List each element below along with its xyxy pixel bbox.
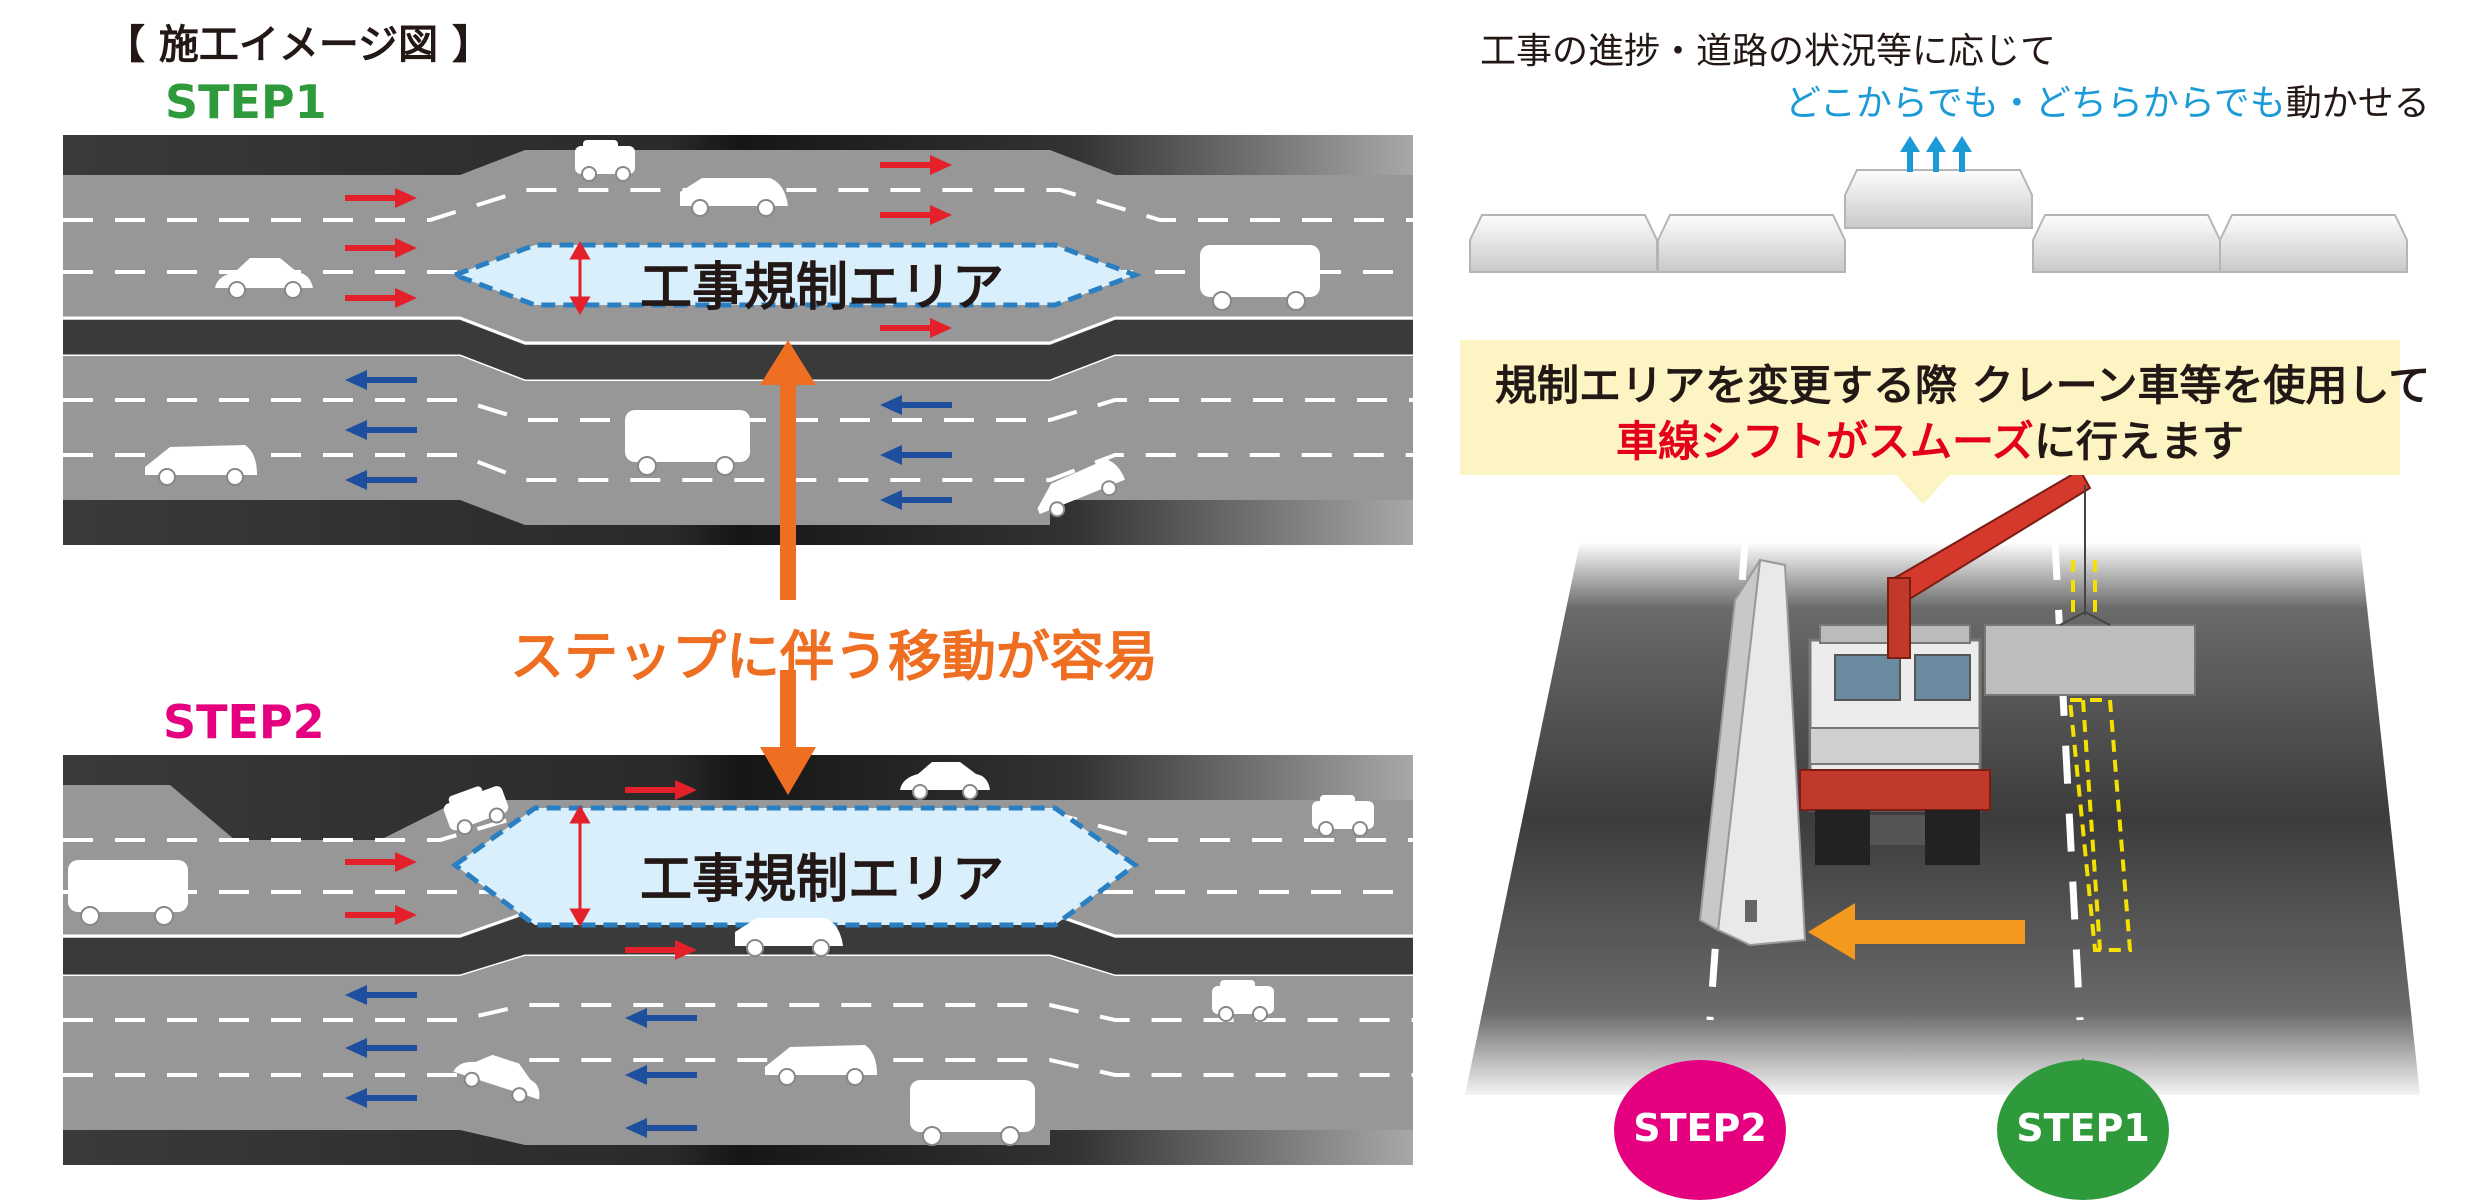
step1-label: STEP1 xyxy=(165,75,327,129)
bus-icon xyxy=(625,410,750,476)
right-arrow-icon xyxy=(345,238,417,258)
right-arrow-icon xyxy=(880,155,952,175)
left-arrow-icon xyxy=(345,1038,417,1058)
left-arrow-icon xyxy=(880,445,952,465)
van-icon xyxy=(145,445,257,486)
barrier-block-icon xyxy=(1657,214,1846,273)
van-icon xyxy=(1212,980,1274,1022)
right-arrow-icon xyxy=(345,852,417,872)
banner-line1: 規制エリアを変更する際 クレーン車等を使用して xyxy=(1495,361,2431,410)
step2-vehicles xyxy=(68,762,1374,1146)
left-arrow-icon xyxy=(345,985,417,1005)
right-arrow-icon xyxy=(880,318,952,338)
right-arrow-icon xyxy=(625,940,697,960)
banner-box xyxy=(1460,340,2400,475)
car-icon xyxy=(215,258,313,299)
bubble-step1-label: STEP1 xyxy=(2016,1106,2150,1150)
van-icon xyxy=(575,140,635,182)
bus-icon xyxy=(1200,245,1320,311)
banner-tail xyxy=(1895,474,1951,504)
banner-line2-rest: に行えます xyxy=(2033,417,2244,466)
barrier-block-icon xyxy=(2219,214,2408,273)
left-arrow-icon xyxy=(625,1065,697,1085)
car-icon xyxy=(900,762,990,800)
bus-icon xyxy=(68,860,188,926)
right-arrow-icon xyxy=(625,780,697,800)
van-icon xyxy=(680,178,788,217)
van-icon xyxy=(1037,459,1126,518)
right-arrow-icon xyxy=(880,205,952,225)
barrier-block-icon xyxy=(1844,169,2033,229)
barrier-row xyxy=(1469,136,2408,273)
bubble-step2-shape xyxy=(1614,1060,1786,1200)
bubble-step1-shape xyxy=(1997,1058,2169,1200)
note-line1: 工事の進捗・道路の状況等に応じて xyxy=(1480,31,2057,72)
shift-arrow xyxy=(1808,903,2025,960)
note-line2: どこからでも・どちらからでも動かせる xyxy=(1785,74,2430,126)
bus-icon xyxy=(910,1080,1035,1146)
left-arrow-icon xyxy=(345,470,417,490)
note-line2-highlight: どこからでも・どちらからでも xyxy=(1785,83,2286,124)
right-arrow-icon xyxy=(345,188,417,208)
step1-zone-label: 工事規制エリア xyxy=(640,258,1005,318)
left-arrow-icon xyxy=(880,490,952,510)
step2-label: STEP2 xyxy=(163,695,325,749)
left-arrow-icon xyxy=(345,420,417,440)
up-arrow-icon xyxy=(1900,136,1920,172)
left-arrow-icon xyxy=(625,1008,697,1028)
step1-traffic-arrows xyxy=(345,155,952,510)
step2-work-zone xyxy=(450,805,1140,928)
move-double-arrow xyxy=(760,340,816,795)
van-icon xyxy=(735,918,843,957)
left-arrow-icon xyxy=(345,370,417,390)
banner-line2-highlight: 車線シフトがスムーズ xyxy=(1616,417,2034,466)
right-arrow-icon xyxy=(345,905,417,925)
van-icon xyxy=(1312,795,1374,837)
step2-zone-height-arrow xyxy=(569,804,591,928)
van-icon xyxy=(443,786,509,836)
car-icon xyxy=(453,1054,540,1104)
van-icon xyxy=(765,1045,877,1086)
left-arrow-icon xyxy=(345,1088,417,1108)
crane-truck-icon xyxy=(1799,468,2196,865)
step2-traffic-arrows xyxy=(345,780,697,1138)
right-arrow-icon xyxy=(345,288,417,308)
note-line2-rest: 動かせる xyxy=(2285,83,2430,124)
previous-barrier-outline xyxy=(2067,560,2133,952)
step1-work-zone xyxy=(447,242,1143,308)
banner-line2: 車線シフトがスムーズに行えます xyxy=(1495,408,2365,469)
step1-vehicles xyxy=(145,140,1320,518)
up-arrow-icon xyxy=(1952,136,1972,172)
move-label: ステップに伴う移動が容易 xyxy=(510,625,1158,688)
barrier-block-icon xyxy=(1698,558,1807,947)
step2-zone-label: 工事規制エリア xyxy=(640,850,1005,910)
left-arrow-icon xyxy=(625,1118,697,1138)
left-arrow-icon xyxy=(880,395,952,415)
diagram-title: 【 施工イメージ図 】 xyxy=(105,22,493,68)
barrier-block-icon xyxy=(1469,214,1658,273)
up-arrow-icon xyxy=(1926,136,1946,172)
bubble-step2-label: STEP2 xyxy=(1633,1106,1767,1150)
barrier-block-icon xyxy=(2032,214,2221,273)
step1-zone-height-arrow xyxy=(569,240,591,316)
